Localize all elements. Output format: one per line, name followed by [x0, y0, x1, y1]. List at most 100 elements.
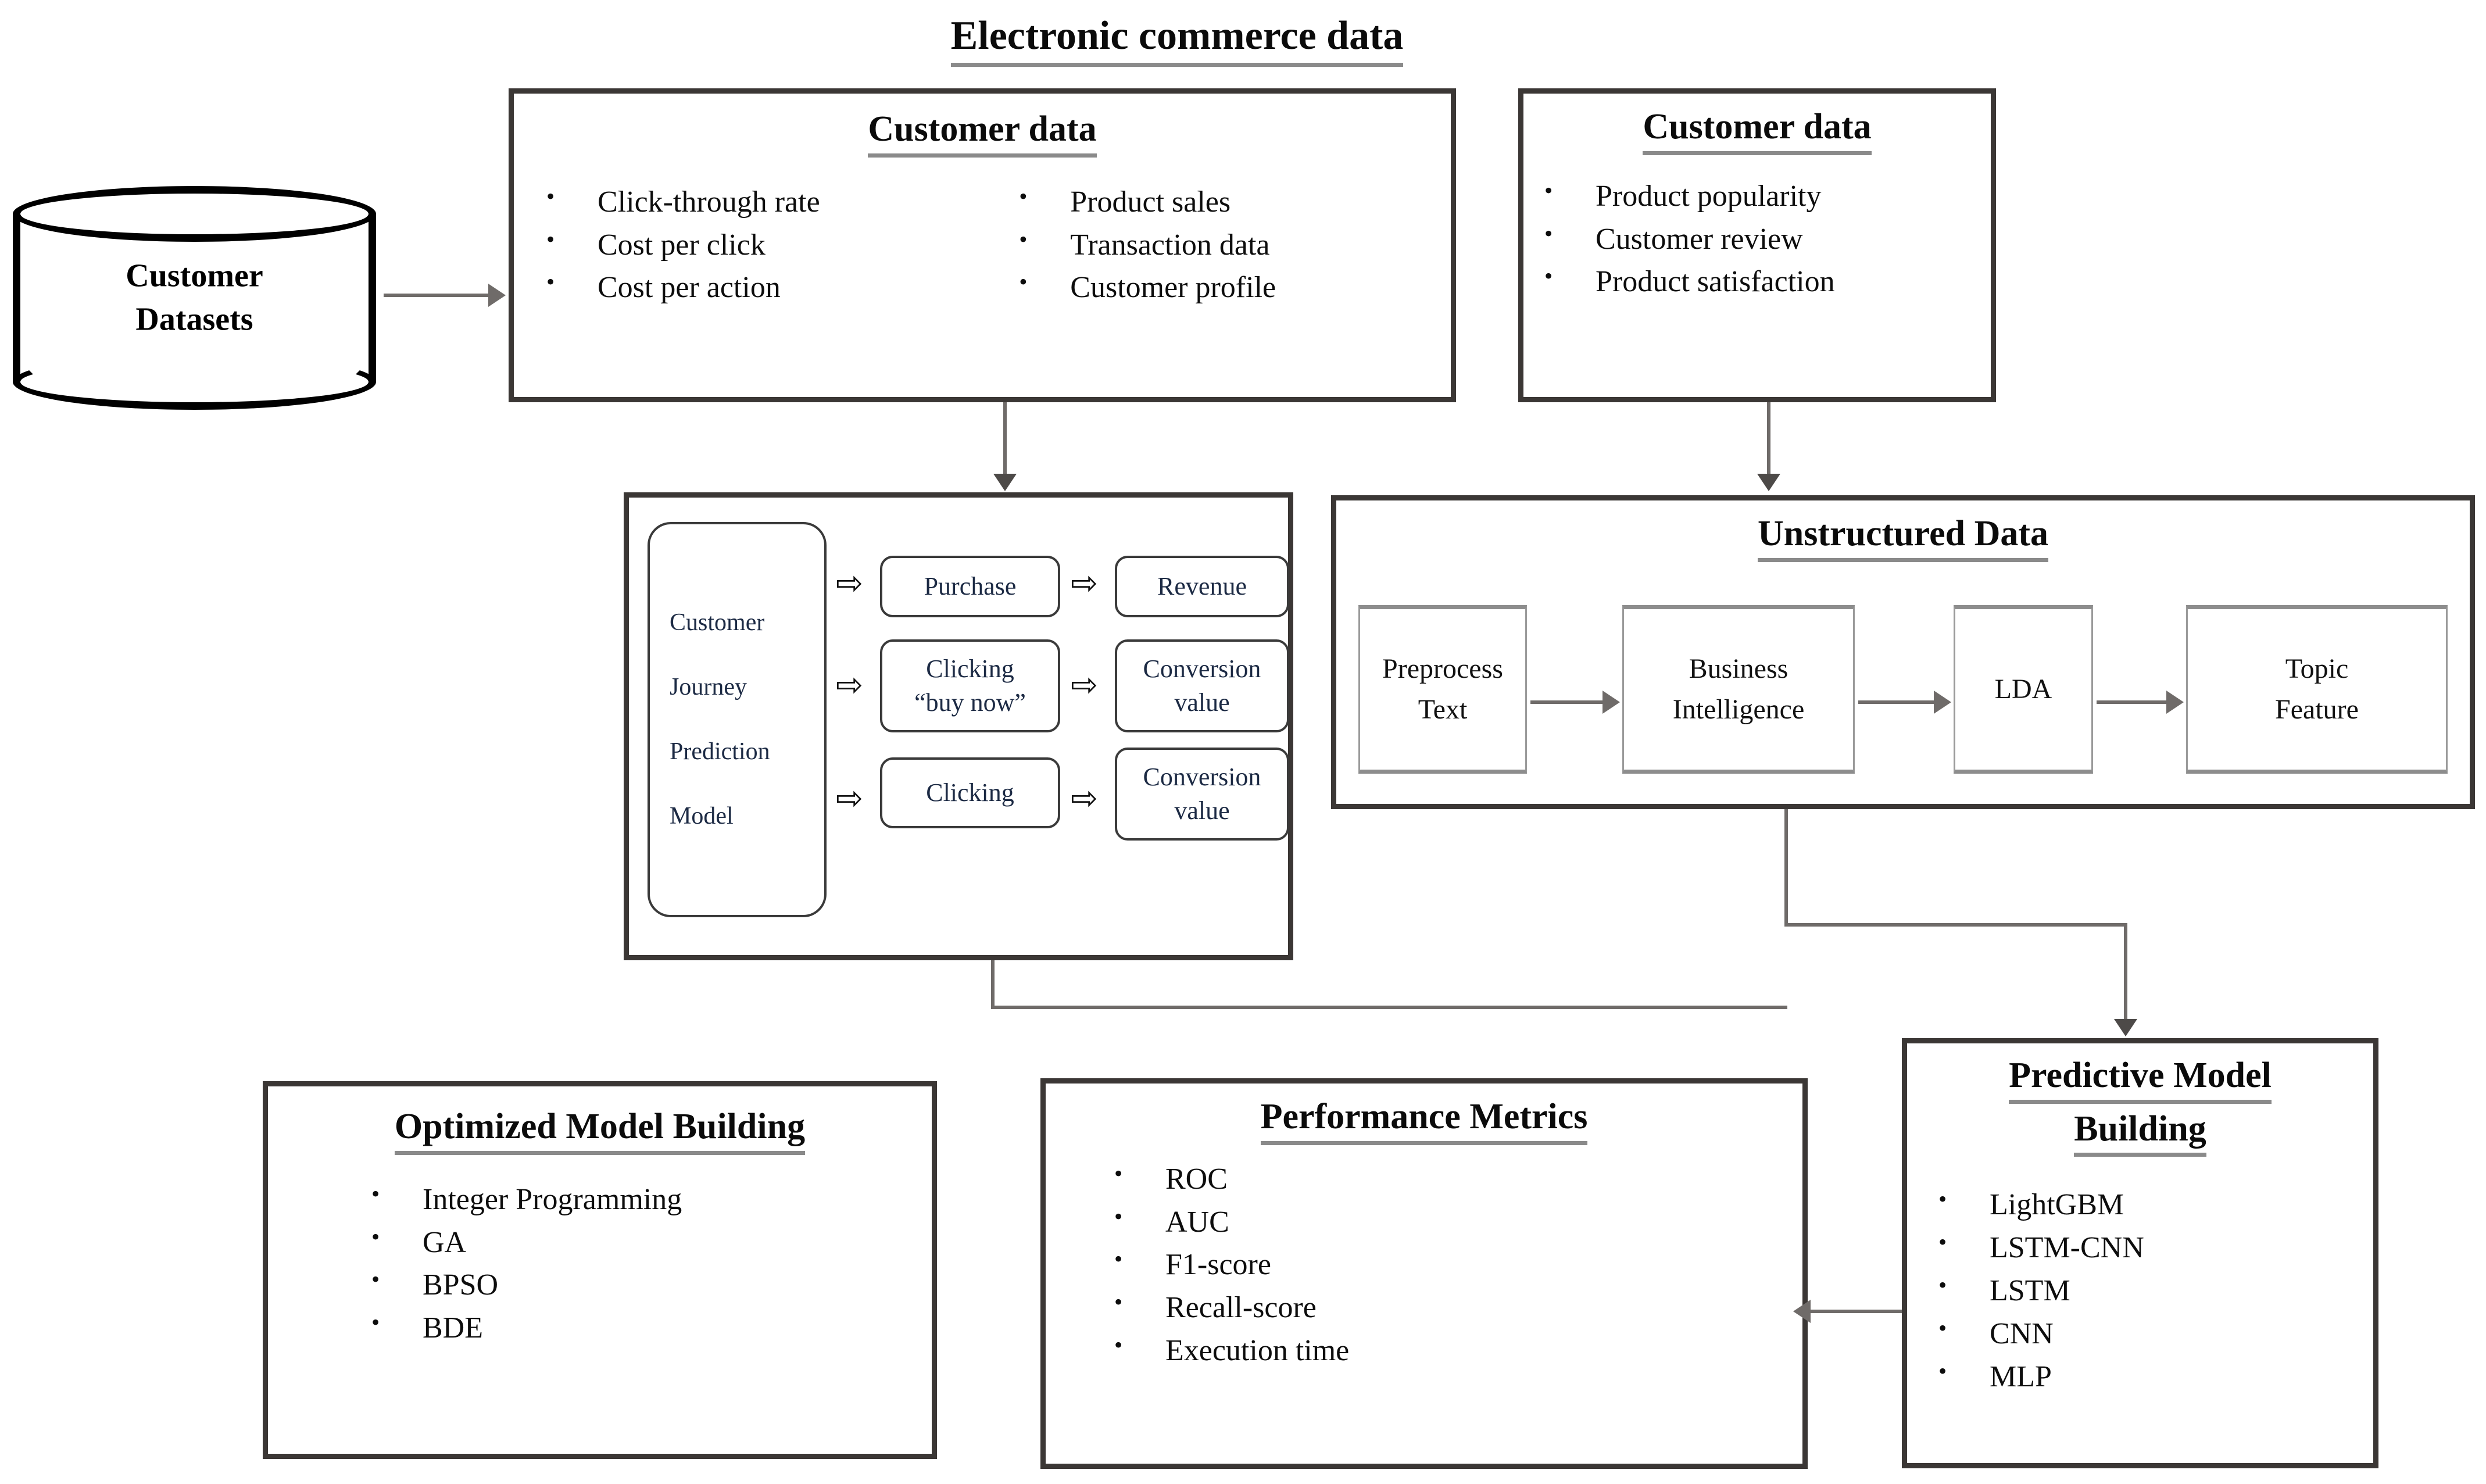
predictive-model-building-box: Predictive Model Building LightGBM LSTM-… — [1902, 1038, 2378, 1468]
predictive-model-building-title-line2: Building — [2074, 1108, 2206, 1157]
journey-arrow-clicking-to-conversion: ⇨ — [1071, 779, 1098, 817]
list-item: Click-through rate — [542, 180, 1014, 224]
connector-ecommerce-to-journey-arrowhead — [993, 474, 1017, 491]
pipeline-connector-2-arrowhead — [1934, 691, 1951, 714]
ecommerce-customer-data-left-list: Click-through rate Cost per click Cost p… — [514, 180, 1014, 309]
connector-rail-down-to-predictive-arrowhead — [2114, 1019, 2137, 1036]
list-item: Cost per click — [542, 223, 1014, 267]
optimized-model-building-title: Optimized Model Building — [268, 1106, 932, 1155]
ecommerce-customer-data-title: Customer data — [514, 109, 1451, 158]
optimized-model-building-list: Integer Programming GA BPSO BDE — [268, 1177, 932, 1350]
journey-stage-clicking-label: Clicking — [926, 778, 1014, 807]
list-item: Product satisfaction — [1540, 259, 1991, 303]
journey-arrow-to-clicking-buynow: ⇨ — [836, 666, 863, 704]
unstructured-data-title-text: Unstructured Data — [1758, 513, 2048, 562]
unstructured-customer-data-list: Product popularity Customer review Produ… — [1523, 174, 1991, 303]
list-item: Customer profile — [1014, 265, 1451, 309]
list-item: GA — [367, 1220, 932, 1264]
list-item: ROC — [1110, 1157, 1802, 1201]
performance-metrics-box: Performance Metrics ROC AUC F1-score Rec… — [1040, 1078, 1808, 1469]
unstructured-customer-data-title-text: Customer data — [1643, 106, 1872, 155]
connector-predictive-to-performance-arrowhead — [1793, 1300, 1811, 1323]
list-item: BDE — [367, 1306, 932, 1350]
pipeline-connector-1-arrowhead — [1603, 691, 1620, 714]
list-item: LightGBM — [1934, 1182, 2373, 1226]
pipeline-connector-1 — [1530, 700, 1603, 704]
journey-outcome-revenue-label: Revenue — [1157, 571, 1247, 600]
ecommerce-customer-data-title-text: Customer data — [868, 109, 1097, 158]
list-item: LSTM — [1934, 1268, 2373, 1313]
cylinder-label-line1: Customer — [126, 257, 263, 294]
list-item: Cost per action — [542, 265, 1014, 309]
list-item: CNN — [1934, 1311, 2373, 1356]
diagram-title-text: Electronic commerce data — [950, 13, 1404, 67]
pipeline-step-lda: LDA — [1954, 605, 2093, 774]
unstructured-customer-data-title: Customer data — [1523, 106, 1991, 155]
journey-arrow-to-purchase: ⇨ — [836, 564, 863, 602]
list-item: AUC — [1110, 1200, 1802, 1244]
cylinder-bottom-ellipse — [13, 354, 376, 410]
list-item: BPSO — [367, 1263, 932, 1307]
journey-stage-clicking-buynow-label: Clicking“buy now” — [914, 654, 1026, 717]
connector-journey-merge-rail — [991, 1006, 1787, 1009]
connector-ecommerce-to-journey — [1003, 402, 1007, 477]
ecommerce-customer-data-box: Customer data Click-through rate Cost pe… — [509, 88, 1456, 402]
list-item: Transaction data — [1014, 223, 1451, 267]
journey-stage-clicking: Clicking — [880, 757, 1060, 828]
connector-unstructured-down — [1784, 809, 1788, 925]
list-item: MLP — [1934, 1354, 2373, 1399]
connector-customerdata-to-unstructured — [1767, 402, 1770, 477]
list-item: Execution time — [1110, 1328, 1802, 1372]
predictive-model-building-title: Predictive Model Building — [1907, 1055, 2373, 1157]
customer-datasets-cylinder: Customer Datasets — [13, 186, 376, 410]
performance-metrics-list: ROC AUC F1-score Recall-score Execution … — [1046, 1157, 1802, 1372]
journey-arrow-clicking-buynow-to-conversion: ⇨ — [1071, 666, 1098, 704]
unstructured-data-title: Unstructured Data — [1336, 513, 2470, 562]
journey-outcome-revenue: Revenue — [1115, 556, 1289, 617]
connector-predictive-to-performance — [1811, 1310, 1904, 1313]
predictive-model-building-list: LightGBM LSTM-CNN LSTM CNN MLP — [1907, 1182, 2373, 1399]
ecommerce-customer-data-right-list: Product sales Transaction data Customer … — [1014, 180, 1451, 309]
diagram-title: Electronic commerce data — [843, 13, 1511, 67]
journey-stage-purchase-label: Purchase — [924, 571, 1017, 600]
connector-journey-down-stub — [991, 960, 995, 1008]
cylinder-top-ellipse — [13, 186, 376, 242]
cylinder-label: Customer Datasets — [13, 254, 376, 342]
connector-rail-down-to-predictive — [2124, 923, 2127, 1025]
cylinder-label-line2: Datasets — [135, 301, 253, 338]
performance-metrics-title: Performance Metrics — [1046, 1096, 1802, 1145]
journey-model-node-label: Customer Journey Prediction Model — [670, 609, 770, 829]
connector-datasets-to-customerdata — [384, 294, 488, 297]
list-item: Integer Programming — [367, 1177, 932, 1221]
performance-metrics-title-text: Performance Metrics — [1260, 1096, 1588, 1145]
optimized-model-building-box: Optimized Model Building Integer Program… — [263, 1081, 937, 1459]
journey-model-node: Customer Journey Prediction Model — [648, 522, 827, 917]
list-item: LSTM-CNN — [1934, 1225, 2373, 1270]
journey-arrow-to-clicking: ⇨ — [836, 779, 863, 817]
list-item: Product sales — [1014, 180, 1451, 224]
pipeline-connector-2 — [1858, 700, 1934, 704]
journey-arrow-purchase-to-revenue: ⇨ — [1071, 564, 1098, 602]
optimized-model-building-title-text: Optimized Model Building — [394, 1106, 806, 1155]
unstructured-customer-data-box: Customer data Product popularity Custome… — [1518, 88, 1996, 402]
list-item: Recall-score — [1110, 1285, 1802, 1329]
journey-stage-purchase: Purchase — [880, 556, 1060, 617]
journey-stage-clicking-buynow: Clicking“buy now” — [880, 639, 1060, 732]
pipeline-step-lda-label: LDA — [1994, 674, 2052, 705]
connector-unstructured-to-predictive-rail — [1784, 923, 2127, 927]
list-item: Customer review — [1540, 217, 1991, 261]
list-item: F1-score — [1110, 1242, 1802, 1286]
pipeline-connector-3-arrowhead — [2166, 691, 2184, 714]
